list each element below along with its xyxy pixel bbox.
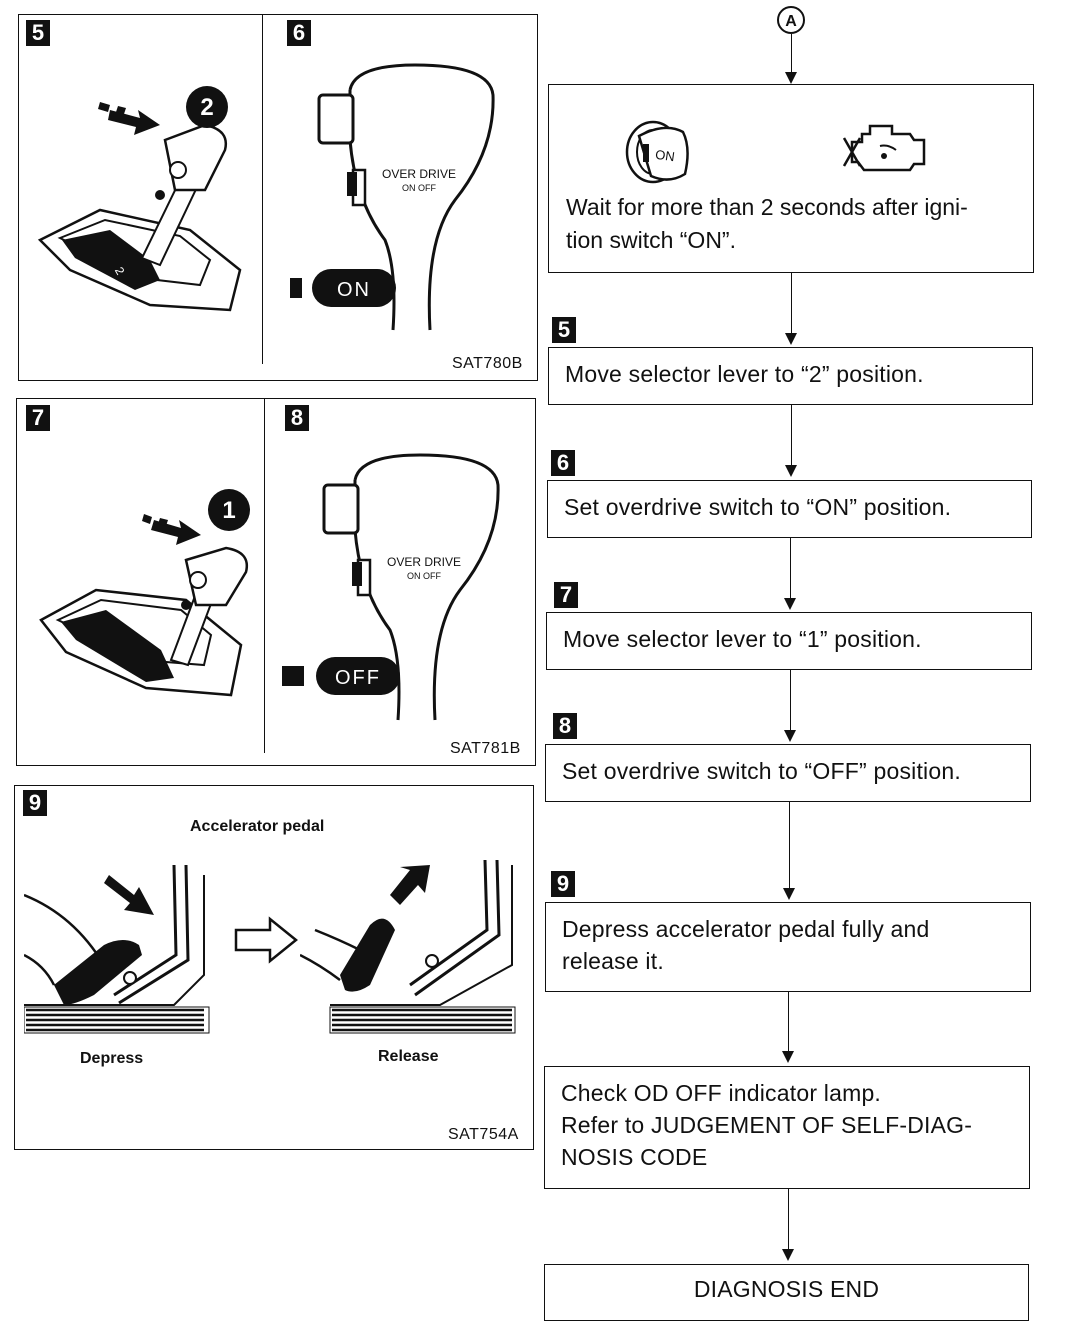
step-badge-8: 8 xyxy=(285,405,309,431)
release-label: Release xyxy=(378,1048,439,1065)
svg-text:2: 2 xyxy=(200,94,213,121)
svg-text:ON: ON xyxy=(337,279,371,301)
pedal-depress-illustration xyxy=(24,864,210,1034)
flow-badge-5: 5 xyxy=(552,317,576,343)
flow-arrow xyxy=(784,598,796,610)
flow-arrow xyxy=(782,1249,794,1261)
engine-icon xyxy=(842,124,926,172)
selector-lever-2-illustration: 2 xyxy=(37,102,242,312)
number-2-marker: 2 xyxy=(186,86,228,128)
figure-code-sat754a: SAT754A xyxy=(448,1126,519,1143)
shift-knob-on-illustration: OVER DRIVE ON OFF xyxy=(317,63,495,331)
flow-box-step-5: Move selector lever to “2” position. xyxy=(548,347,1033,405)
figure-panel-5-6 xyxy=(18,14,538,381)
depress-label: Depress xyxy=(80,1050,144,1067)
number-1-marker: 1 xyxy=(208,489,250,531)
flow-badge-6: 6 xyxy=(551,450,575,476)
flow-line xyxy=(791,405,792,465)
flow-line xyxy=(791,34,792,72)
flow-text-wait: Wait for more than 2 seconds after igni-… xyxy=(566,194,968,253)
svg-text:ON: ON xyxy=(654,147,675,165)
svg-text:ON OFF: ON OFF xyxy=(402,183,436,193)
step-badge-5: 5 xyxy=(26,20,50,46)
svg-text:ON OFF: ON OFF xyxy=(407,571,441,581)
overdrive-label: OVER DRIVE xyxy=(387,555,461,569)
flow-arrow xyxy=(782,1051,794,1063)
flow-box-step-9: Depress accelerator pedal fully and rele… xyxy=(545,902,1031,992)
figure-code-sat781b: SAT781B xyxy=(450,740,521,757)
selector-lever-1-illustration xyxy=(39,514,249,697)
flow-badge-8: 8 xyxy=(553,713,577,739)
connector-a: A xyxy=(777,6,805,34)
ignition-key-icon: ON xyxy=(625,120,689,184)
flow-box-wait xyxy=(548,84,1034,273)
svg-text:A: A xyxy=(785,13,797,30)
flow-box-step-6: Set overdrive switch to “ON” position. xyxy=(547,480,1032,538)
flow-box-step-7: Move selector lever to “1” position. xyxy=(546,612,1032,670)
flow-badge-9: 9 xyxy=(551,871,575,897)
flow-line xyxy=(788,992,789,1051)
flow-box-step-8: Set overdrive switch to “OFF” position. xyxy=(545,744,1031,802)
svg-text:OFF: OFF xyxy=(335,667,381,689)
svg-text:1: 1 xyxy=(222,497,235,524)
flow-box-check-lamp: Check OD OFF indicator lamp. Refer to JU… xyxy=(544,1066,1030,1189)
panel-divider xyxy=(262,14,263,364)
flow-badge-7: 7 xyxy=(554,582,578,608)
figure-panel-7-8 xyxy=(16,398,536,766)
step-badge-9: 9 xyxy=(23,790,47,816)
flow-line xyxy=(791,273,792,333)
flow-box-diagnosis-end: DIAGNOSIS END xyxy=(544,1264,1029,1321)
flow-line xyxy=(789,802,790,888)
accelerator-pedal-title: Accelerator pedal xyxy=(190,818,325,835)
hollow-arrow-icon xyxy=(234,916,298,964)
flow-line xyxy=(790,538,791,598)
overdrive-off-button: OFF xyxy=(282,657,400,695)
step-badge-6: 6 xyxy=(287,20,311,46)
overdrive-label: OVER DRIVE xyxy=(382,167,456,181)
flow-arrow xyxy=(783,888,795,900)
pedal-release-illustration xyxy=(300,859,516,1034)
shift-knob-off-illustration: OVER DRIVE ON OFF xyxy=(322,453,500,721)
step-badge-7: 7 xyxy=(26,405,50,431)
panel-divider xyxy=(264,398,265,753)
flow-arrow xyxy=(785,333,797,345)
flow-arrow xyxy=(784,730,796,742)
flow-arrow xyxy=(785,465,797,477)
flow-line xyxy=(790,670,791,730)
flow-arrow xyxy=(785,72,797,84)
flow-line xyxy=(788,1189,789,1249)
overdrive-on-button: ON xyxy=(290,269,396,307)
figure-code-sat780b: SAT780B xyxy=(452,355,523,372)
